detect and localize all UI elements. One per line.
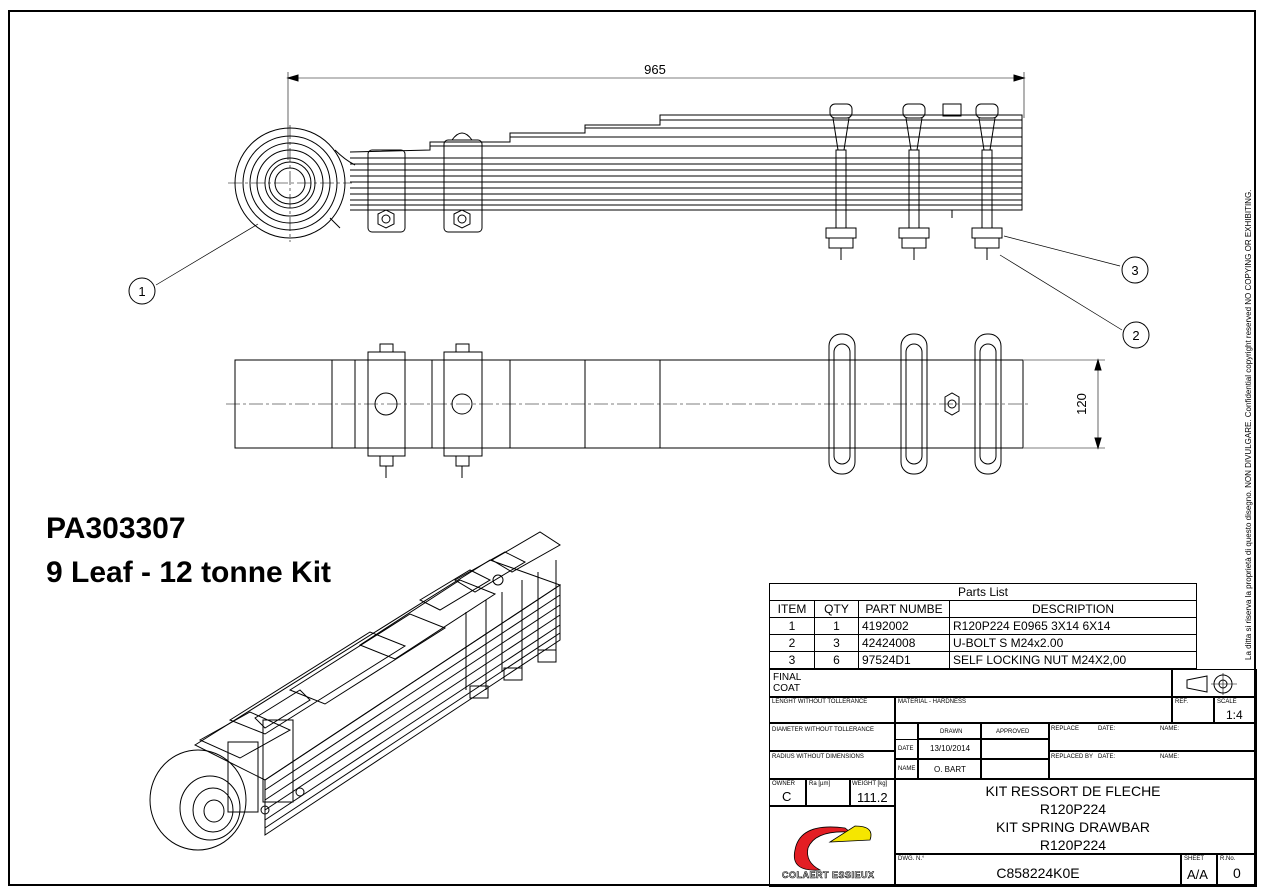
logo-red-swoosh <box>793 826 852 871</box>
replace-name-label: NAME: <box>1160 726 1180 732</box>
logo-yellow-swoosh <box>828 825 872 843</box>
scale-label: SCALE <box>1217 699 1237 705</box>
drawing-frame <box>8 10 1256 886</box>
finish-2: COAT <box>773 683 801 694</box>
drawn-label: DRAWN <box>940 729 963 735</box>
balloon-1: 1 <box>138 284 145 299</box>
cell: R120P224 E0965 3X14 6X14 <box>949 617 1197 635</box>
isometric-view <box>149 531 562 851</box>
balloon-group: 1 3 2 <box>128 256 1150 349</box>
title-line-1: KIT RESSORT DE FLECHE <box>985 783 1161 799</box>
plan-view <box>226 333 1105 478</box>
ref-label: REF. <box>1175 699 1189 705</box>
balloon-2: 2 <box>1132 328 1139 343</box>
diameter-tolerance-label: DIAMETER WITHOUT TOLLERANCE <box>772 727 875 733</box>
cell: U-BOLT S M24x2.00 <box>949 634 1197 652</box>
side-view <box>155 72 1123 331</box>
cell: 1 <box>769 617 815 635</box>
parts-list: Parts List ITEM QTY PART NUMBE DESCRIPTI… <box>769 583 1197 669</box>
title-line-3: KIT SPRING DRAWBAR <box>995 819 1151 835</box>
drawing-title: KIT RESSORT DE FLECHE R120P224 KIT SPRIN… <box>895 782 1251 854</box>
col-item: ITEM <box>769 600 815 618</box>
cell: 3 <box>814 634 859 652</box>
weight-label: WEIGHT [kg] <box>852 781 888 787</box>
weight-value: 111.2 <box>857 790 888 805</box>
parts-list-title: Parts List <box>769 583 1197 601</box>
balloon-3: 3 <box>1131 263 1138 278</box>
cell: SELF LOCKING NUT M24X2,00 <box>949 651 1197 669</box>
dwg-number: C858224K0E <box>996 865 1080 881</box>
table-row: 1 1 4192002 R120P224 E0965 3X14 6X14 <box>769 617 1197 635</box>
table-row: 3 6 97524D1 SELF LOCKING NUT M24X2,00 <box>769 651 1197 669</box>
ra-label: Ra [µm] <box>809 781 831 787</box>
date-label: DATE <box>898 746 914 752</box>
col-part-number: PART NUMBE <box>858 600 950 618</box>
col-description: DESCRIPTION <box>949 600 1197 618</box>
approved-label: APPROVED <box>996 729 1030 735</box>
scale-value: 1:4 <box>1226 708 1243 722</box>
drawn-by: O. BART <box>934 765 966 774</box>
sheet-label: SHEET <box>1184 856 1205 862</box>
copyright-note: La ditta si riserva la proprietà di ques… <box>1244 189 1253 660</box>
kit-subtitle: 9 Leaf - 12 tonne Kit <box>46 556 332 589</box>
dwg-number-label: DWG. N.° <box>898 856 925 862</box>
replaced-name-label: NAME: <box>1160 754 1180 760</box>
revision-value: 0 <box>1233 865 1241 881</box>
col-qty: QTY <box>814 600 859 618</box>
cell: 97524D1 <box>858 651 950 669</box>
company-logo <box>793 825 872 871</box>
owner-label: OWNER <box>772 781 795 787</box>
replace-label: REPLACE <box>1051 726 1080 732</box>
title-line-2: R120P224 <box>1039 801 1107 817</box>
dim-length: 965 <box>644 62 666 77</box>
replace-date-label: DATE: <box>1098 726 1116 732</box>
sheet-value: A/A <box>1187 867 1208 882</box>
radius-tolerance-label: RADIUS WITHOUT DIMENSIONS <box>772 754 864 760</box>
company-name: COLAERT ESSIEUX <box>782 870 875 881</box>
revision-label: R.No. <box>1220 856 1236 862</box>
part-code: PA303307 <box>46 512 186 545</box>
drawn-date: 13/10/2014 <box>930 744 971 753</box>
table-row: 2 3 42424008 U-BOLT S M24x2.00 <box>769 634 1197 652</box>
cell: 4192002 <box>858 617 950 635</box>
name-label: NAME <box>898 766 916 772</box>
owner-value: C <box>782 789 792 804</box>
cell: 6 <box>814 651 859 669</box>
dim-width: 120 <box>1074 393 1089 415</box>
cell: 1 <box>814 617 859 635</box>
title-line-4: R120P224 <box>1039 837 1107 853</box>
projection-symbol-icon <box>1186 673 1237 695</box>
length-tolerance-label: LENGHT WITHOUT TOLLERANCE <box>772 699 868 705</box>
finish-1: FINAL <box>773 672 802 683</box>
cell: 42424008 <box>858 634 950 652</box>
cell: 3 <box>769 651 815 669</box>
replaced-date-label: DATE: <box>1098 754 1116 760</box>
replaced-by-label: REPLACED BY <box>1051 754 1094 760</box>
cell: 2 <box>769 634 815 652</box>
material-label: MATERIAL - HARDNESS <box>898 699 967 705</box>
